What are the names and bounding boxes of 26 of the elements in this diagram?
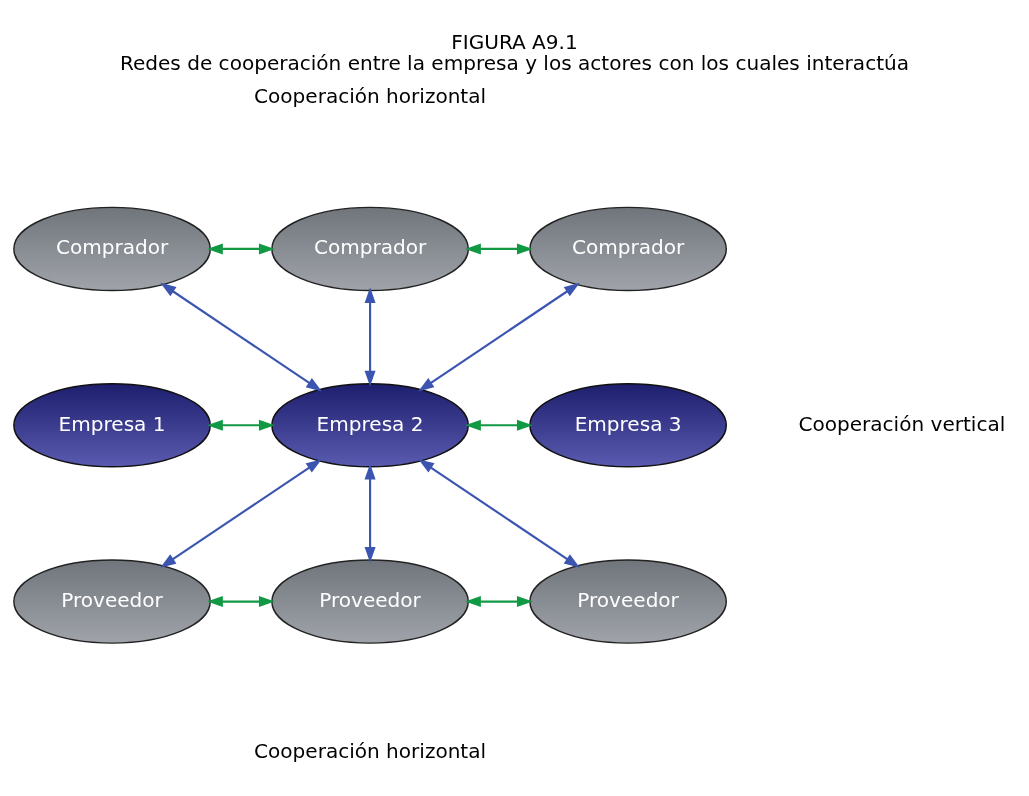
arrow bbox=[207, 419, 275, 431]
diagram-title: FIGURA A9.1 bbox=[451, 29, 578, 54]
arrow bbox=[364, 463, 376, 563]
caption: Redes de cooperación entre la empresa y los actores con los cuales interactúa bbox=[119, 51, 910, 76]
arrow bbox=[207, 243, 275, 255]
label: Cooperación horizontal bbox=[254, 739, 487, 764]
node-ellipse: Empresa 1 bbox=[13, 382, 211, 468]
arrow bbox=[364, 287, 376, 387]
node-ellipse: Comprador bbox=[271, 206, 469, 292]
arrow bbox=[418, 459, 580, 568]
arrow bbox=[418, 282, 580, 392]
arrow bbox=[160, 459, 322, 568]
node-ellipse: Comprador bbox=[529, 206, 727, 292]
arrow bbox=[465, 596, 533, 608]
node-ellipse: Proveedor bbox=[13, 559, 211, 644]
arrow bbox=[160, 282, 322, 392]
arrow bbox=[465, 243, 533, 255]
arrow bbox=[207, 596, 275, 608]
node-ellipse: Empresa 3 bbox=[529, 382, 727, 468]
arrow bbox=[465, 419, 533, 431]
label: Cooperación horizontal bbox=[254, 83, 487, 108]
node-ellipse: Proveedor bbox=[271, 559, 469, 644]
node-ellipse: Proveedor bbox=[529, 559, 727, 644]
node-ellipse: Comprador bbox=[13, 206, 211, 292]
label: Cooperación vertical bbox=[798, 411, 1006, 436]
node-ellipse: Empresa 2 bbox=[271, 382, 469, 468]
